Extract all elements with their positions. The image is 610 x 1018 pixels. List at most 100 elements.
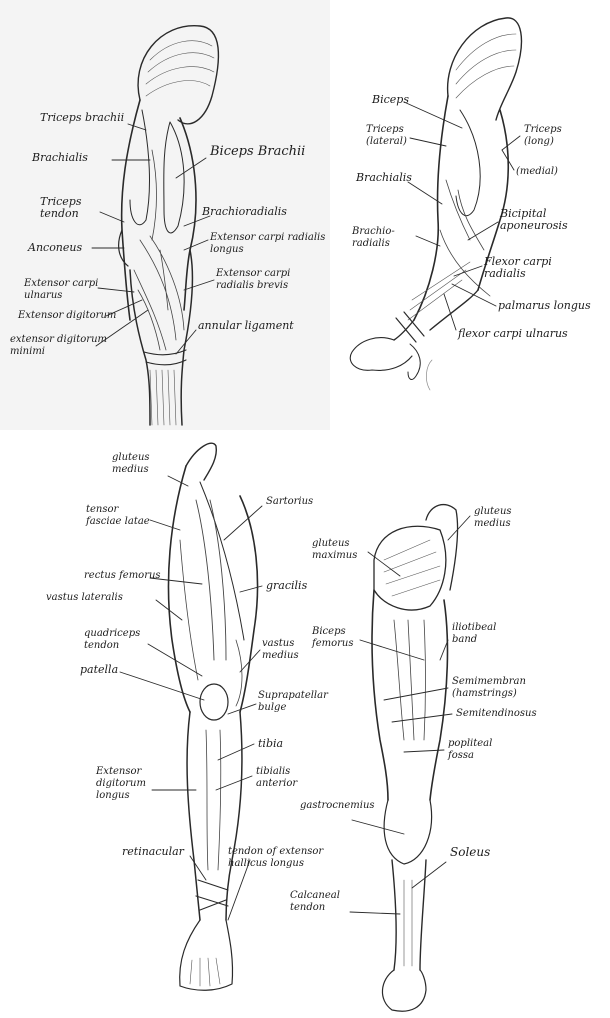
leader-flexor-carpi-radialis	[453, 265, 483, 277]
leg-back-gluteus-hatching	[383, 539, 441, 597]
leader-ecr-brevis	[183, 279, 215, 291]
label-tibialis: tibialis anterior	[256, 766, 298, 789]
leader-gracilis	[239, 585, 263, 593]
leader-gastrocnemius	[351, 819, 405, 835]
arm-lateral-upper-arm-front	[179, 117, 197, 311]
arm-lateral-annular-ligament	[143, 349, 187, 366]
leg-front-tibialis	[205, 729, 222, 871]
leg-front-hip	[185, 442, 218, 481]
label-semitendinosus: Semitendinosus	[456, 708, 537, 719]
arm-medial-elbow-light	[426, 359, 433, 391]
arm-lateral-elbow	[118, 229, 129, 267]
leader-extensor-digitorum	[105, 299, 143, 317]
label-quadriceps-tendon: quadriceps tendon	[84, 628, 141, 651]
leg-back-thigh-inner	[371, 589, 389, 801]
leader-triceps-lateral	[409, 137, 447, 147]
label-flexor-carpi-radialis: Flexor carpi radialis	[484, 255, 552, 280]
label-ed-minimi: extensor digitorum minimi	[10, 334, 107, 357]
label-gluteus-medius-back: gluteus medius	[474, 506, 512, 529]
label-ecr-brevis: Extensor carpi radialis brevis	[216, 268, 291, 291]
leader-gluteus-medius-back	[447, 515, 471, 541]
label-anconeus: Anconeus	[28, 241, 83, 254]
leader-brachioradialis-medial	[415, 235, 441, 247]
label-suprapatellar: Suprapatellar bulge	[258, 690, 328, 713]
label-palmarus-longus: palmarus longus	[498, 299, 591, 312]
leg-front-thigh-outer	[167, 465, 191, 713]
leg-front-toes	[189, 957, 221, 987]
leg-back-heel	[381, 969, 427, 1012]
arm-medial-hand	[349, 337, 413, 371]
label-bicipital-aponeurosis: Bicipital aponeurosis	[500, 207, 568, 232]
leader-ec-ulnarus	[97, 287, 135, 293]
label-sartorius: Sartorius	[266, 496, 314, 507]
leader-hallicus	[227, 859, 251, 921]
leader-triceps-medial	[501, 149, 515, 171]
label-soleus: Soleus	[450, 845, 491, 859]
label-ec-ulnarus: Extensor carpi ulnarus	[24, 278, 99, 301]
leader-ed-minimi	[95, 309, 149, 347]
arm-lateral-wrist-tendons	[149, 369, 177, 426]
leader-brachialis-medial	[407, 181, 443, 205]
label-triceps-tendon: Triceps tendon	[40, 195, 82, 220]
leader-vastus-lateralis	[155, 599, 183, 621]
leg-back-sketch	[371, 503, 459, 1012]
leg-front-vastus-lateralis	[179, 539, 199, 681]
leader-tensor-fasciae	[149, 519, 181, 531]
label-extensor-digitorum: Extensor digitorum	[18, 310, 117, 321]
arm-medial-thumb	[407, 343, 421, 380]
label-triceps-long: Triceps (long)	[524, 124, 562, 147]
label-iliotibial: iliotibeal band	[452, 622, 497, 645]
leg-front-shin-inner	[225, 711, 243, 921]
leader-palmarus-longus	[451, 283, 497, 307]
leader-retinacular	[189, 855, 207, 881]
leader-bicipital-aponeurosis	[467, 221, 499, 241]
leader-soleus	[411, 861, 447, 889]
label-patella: patella	[80, 663, 119, 676]
arm-lateral-forearm-back	[129, 269, 151, 426]
leader-iliotibial	[439, 639, 449, 661]
label-brachialis-medial: Brachialis	[356, 171, 412, 184]
arm-medial-sketch	[349, 17, 523, 391]
leg-front-vastus-medialis	[235, 639, 243, 707]
leg-front-shin-outer	[186, 711, 201, 921]
label-gastrocnemius: gastrocnemius	[300, 800, 375, 811]
arm-lateral-brachialis	[151, 149, 157, 241]
leg-back-gastrocnemius	[383, 799, 433, 865]
label-gracilis: gracilis	[266, 579, 308, 592]
arm-lateral-sketch	[118, 25, 220, 426]
arm-medial-upper-arm-right	[477, 109, 510, 291]
arm-lateral-deltoid-hatching	[145, 40, 215, 97]
leader-patella	[119, 671, 205, 701]
leader-biceps-brachii	[175, 157, 207, 179]
arm-medial-biceps-belly	[455, 109, 481, 217]
leader-rectus-femorus	[149, 577, 203, 585]
leader-brachioradialis	[183, 215, 211, 227]
arm-medial-upper-arm-left	[413, 95, 449, 321]
leg-back-gluteus-maximus	[373, 525, 447, 611]
arm-medial-shoulder-outline	[446, 17, 523, 121]
label-popliteal: popliteal fossa	[448, 738, 493, 761]
leader-triceps-long	[501, 135, 521, 151]
label-brachialis: Brachialis	[32, 151, 88, 164]
leader-gluteus-medius-front	[167, 475, 189, 487]
leg-back-gluteus-medius	[425, 503, 459, 591]
label-hallicus: tendon of extensor hallicus longus	[228, 846, 324, 869]
arm-lateral-forearm-front	[180, 249, 194, 426]
leader-biceps-femorus	[359, 639, 425, 661]
arm-lateral-biceps-belly	[163, 121, 185, 234]
leader-semimembran	[383, 687, 449, 701]
arm-medial-muscle-lines	[439, 179, 491, 297]
label-triceps-medial: (medial)	[516, 166, 558, 177]
leader-lines	[91, 101, 521, 921]
label-retinacular: retinacular	[122, 845, 184, 858]
leader-suprapatellar	[227, 703, 257, 715]
leg-front-retinaculum	[195, 879, 229, 911]
legs-panel-bg	[0, 432, 610, 1018]
label-vastus-medius: vastus medius	[262, 638, 299, 661]
arm-lateral-forearm-muscles	[133, 235, 185, 351]
label-brachioradialis-medial: Brachio- radialis	[352, 226, 395, 249]
label-semimembran: Semimembran (hamstrings)	[452, 676, 526, 699]
arm-medial-panel-bg	[332, 0, 610, 430]
